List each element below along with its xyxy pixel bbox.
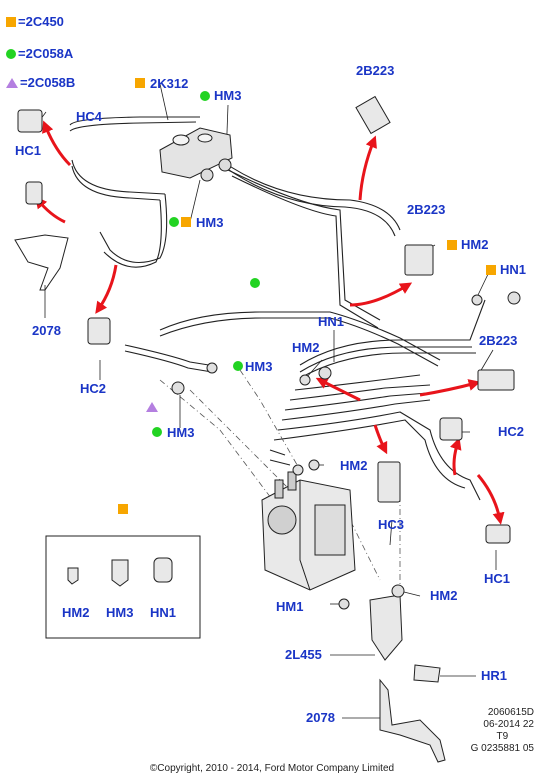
label-hm3-mid: HM3 [196, 215, 224, 230]
brake-tubes [69, 116, 486, 501]
label-hn1-right: HN1 [500, 262, 527, 277]
tube-nuts [171, 291, 521, 610]
clips-and-brackets [14, 95, 515, 763]
label-hm3-bottom-left: HM3 [167, 425, 195, 440]
label-hm3-lower: HM3 [245, 359, 273, 374]
label-hm1: HM1 [276, 599, 304, 614]
copyright: ©Copyright, 2010 - 2014, Ford Motor Comp… [149, 763, 395, 774]
label-2l455: 2L455 [285, 647, 322, 662]
inset-label-hm2: HM2 [62, 605, 90, 620]
legend-label: =2C450 [18, 14, 64, 29]
label-hm2-right: HM2 [461, 237, 489, 252]
label-hr1: HR1 [481, 668, 508, 683]
label-2b223-top: 2B223 [356, 63, 395, 78]
drawing-ref: G 0235881 05 [470, 743, 534, 754]
label-hc2-right: HC2 [498, 424, 525, 439]
spec-markers [118, 78, 496, 514]
label-2b223-mid: 2B223 [407, 202, 446, 217]
label-hm2-center: HM2 [292, 340, 320, 355]
inset-label-hm3: HM3 [106, 605, 134, 620]
label-hm2-bottom: HM2 [430, 588, 458, 603]
label-2078-bottom: 2078 [306, 710, 335, 725]
label-hn1-center: HN1 [318, 314, 345, 329]
label-hc1-left: HC1 [15, 143, 42, 158]
orange-square-icon [6, 16, 16, 27]
legend-label: =2C058A [18, 46, 74, 61]
purple-triangle-icon [6, 77, 18, 88]
fittings-inset [45, 535, 201, 639]
label-hm3-top: HM3 [214, 88, 242, 103]
label-2078-left: 2078 [32, 323, 61, 338]
label-2k312: 2K312 [150, 76, 189, 91]
legend-label: =2C058B [20, 75, 76, 90]
master-cylinder [159, 127, 233, 182]
inset-label-hn1: HN1 [150, 605, 177, 620]
legend-green: =2C058A [6, 46, 73, 61]
legend-purple: =2C058B [6, 75, 75, 90]
label-hc4: HC4 [76, 109, 103, 124]
label-leaders [39, 83, 497, 719]
drawing-meta: 2060615D 06-2014 22 T9 G 0235881 05 [471, 707, 534, 755]
legend-orange: =2C450 [6, 14, 64, 29]
label-hc2-left: HC2 [80, 381, 107, 396]
drawing-t: T9 [496, 731, 509, 742]
drawing-date: 06-2014 22 [483, 719, 534, 730]
label-hc3: HC3 [378, 517, 405, 532]
label-2b223-right: 2B223 [479, 333, 518, 348]
abs-module [261, 471, 356, 591]
label-hc1-right: HC1 [484, 571, 511, 586]
label-hm2-lower: HM2 [340, 458, 368, 473]
drawing-code: 2060615D [487, 707, 534, 718]
green-circle-icon [6, 48, 16, 59]
